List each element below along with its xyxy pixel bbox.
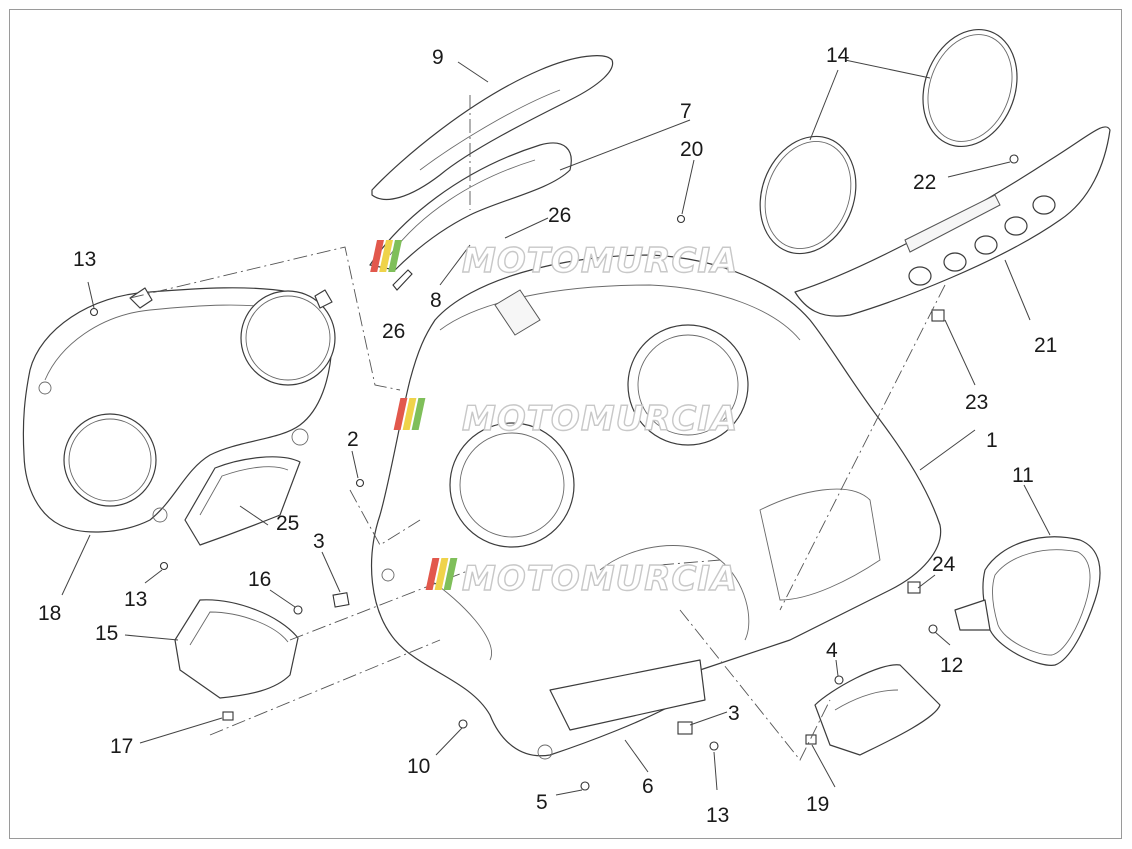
callout-16: 16: [248, 568, 271, 591]
callout-23: 23: [965, 391, 988, 414]
callout-8: 8: [430, 289, 442, 312]
callout-11: 11: [1012, 464, 1034, 487]
part-9-upper-trim: [371, 55, 614, 200]
part-15-lid: [174, 599, 299, 699]
callout-3-right: 3: [728, 702, 740, 725]
callout-9: 9: [432, 46, 444, 69]
callout-18: 18: [38, 602, 61, 625]
callout-21: 21: [1034, 334, 1057, 357]
callout-19: 19: [806, 793, 829, 816]
watermark-text-2: MOTOMURCIA: [462, 399, 738, 439]
watermark-text-1: MOTOMURCIA: [462, 241, 738, 281]
callout-25: 25: [276, 512, 299, 535]
callout-26-bottom: 26: [382, 320, 405, 343]
hardware-screws: [89, 154, 1019, 791]
callout-7: 7: [680, 100, 692, 123]
callout-3-left: 3: [313, 530, 325, 553]
part-18-instrument-cover: [22, 287, 336, 533]
callout-22: 22: [913, 171, 936, 194]
callout-17: 17: [110, 735, 133, 758]
watermark-middle: MOTOMURCIA: [393, 398, 738, 440]
watermark-top: MOTOMURCIA: [370, 240, 738, 282]
watermark-bottom: MOTOMURCIA: [425, 558, 738, 600]
callout-4: 4: [826, 639, 838, 662]
diagram-border: [9, 9, 1122, 839]
part-6-lower-trim: [549, 659, 706, 731]
callout-6: 6: [642, 775, 654, 798]
callout-2: 2: [347, 428, 359, 451]
watermark-text-3: MOTOMURCIA: [462, 559, 738, 599]
callout-labels: 9 7 20 26 8 26 14 22 21 23 1 11 13 2 25 …: [38, 44, 1057, 827]
part-11-display: [954, 536, 1101, 666]
part-1-inner-fairing: [371, 254, 942, 760]
callout-13-top: 13: [73, 248, 96, 271]
callout-26-top: 26: [548, 204, 571, 227]
assembly-lines: [129, 95, 946, 761]
callout-15: 15: [95, 622, 118, 645]
callout-13-bottom: 13: [706, 804, 729, 827]
callout-1: 1: [986, 429, 998, 452]
part-19-bracket: [814, 664, 941, 756]
callout-10: 10: [407, 755, 430, 778]
leader-lines: [61, 59, 1051, 796]
callout-20: 20: [680, 138, 703, 161]
part-25-bracket: [184, 456, 301, 546]
callout-14: 14: [826, 44, 850, 67]
callout-12: 12: [940, 654, 963, 677]
callout-5: 5: [536, 791, 548, 814]
part-21-switch-panel: [794, 126, 1111, 317]
part-14-rings: [759, 28, 1018, 255]
callout-24: 24: [932, 553, 956, 576]
callout-13-left: 13: [124, 588, 147, 611]
